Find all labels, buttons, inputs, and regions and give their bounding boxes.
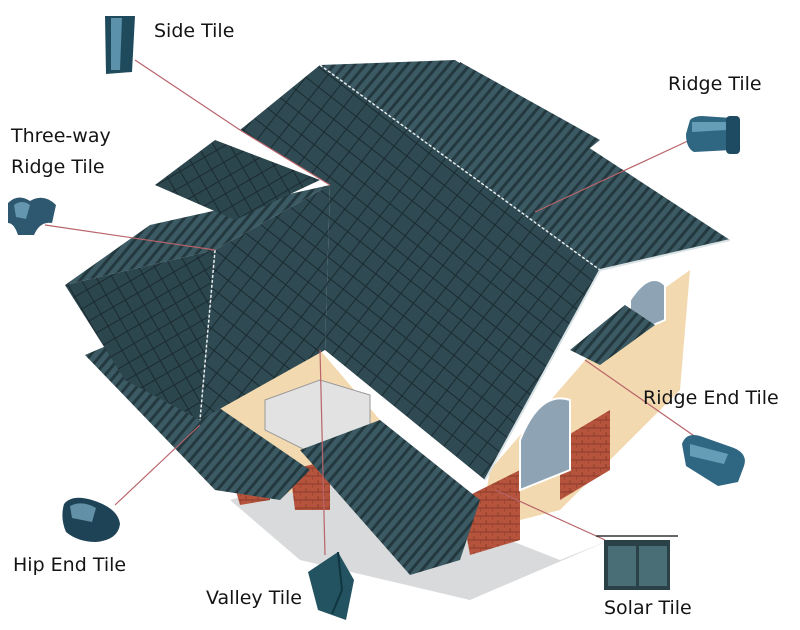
- label-ridge-tile: Ridge Tile: [668, 73, 762, 95]
- solar-tile-icon: [596, 535, 678, 590]
- label-solar-tile: Solar Tile: [604, 597, 692, 619]
- label-three-way-line2: Ridge Tile: [11, 156, 105, 178]
- side-tile-icon: [105, 16, 135, 74]
- side-awning: [570, 305, 655, 365]
- dormer-roof: [155, 140, 320, 220]
- brick-wall-front: [460, 470, 520, 555]
- valley-tile-icon: [308, 551, 354, 620]
- porch-roof: [300, 420, 480, 575]
- label-three-way-line1: Three-way: [11, 125, 111, 147]
- label-side-tile: Side Tile: [154, 20, 235, 42]
- left-hip-roof-face: [65, 250, 215, 420]
- rear-ridge-roof: [445, 62, 600, 152]
- ridge-end-tile-icon: [682, 435, 745, 486]
- leader-lines: [44, 59, 701, 556]
- ridge-tile-icon: [686, 116, 740, 154]
- arched-window: [519, 397, 571, 492]
- brick-wall-right: [560, 410, 610, 500]
- three-way-ridge-tile-icon: [8, 197, 56, 235]
- hip-end-tile-icon: [62, 497, 120, 542]
- left-hip-roof-top: [65, 185, 330, 285]
- left-hip-roof-side: [200, 185, 330, 420]
- label-ridge-end-tile: Ridge End Tile: [643, 387, 779, 409]
- main-roof-face: [240, 65, 600, 480]
- label-hip-end-tile: Hip End Tile: [13, 554, 127, 576]
- main-roof-back: [320, 60, 730, 270]
- label-valley-tile: Valley Tile: [206, 587, 302, 609]
